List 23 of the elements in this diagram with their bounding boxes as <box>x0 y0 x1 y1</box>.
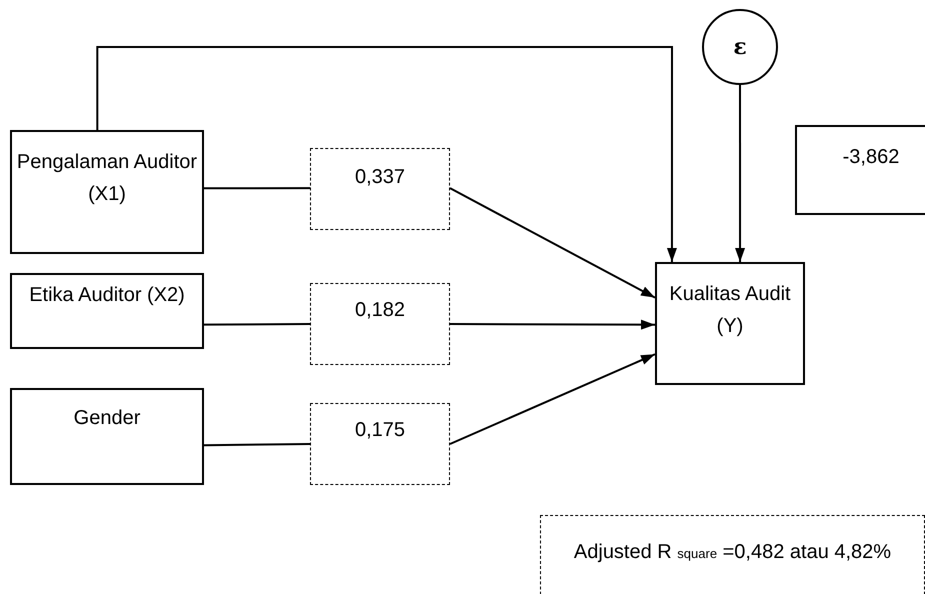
node-label: Pengalaman Auditor (X1) <box>16 150 198 207</box>
coefficient-box <box>310 403 450 485</box>
note-box <box>540 515 925 594</box>
node-label: Etika Auditor (X2) <box>29 283 185 308</box>
epsilon-symbol: ε <box>733 33 747 62</box>
outcome-box <box>655 262 805 385</box>
arrow <box>450 353 656 445</box>
arrow <box>450 320 655 330</box>
coefficient-box <box>310 283 450 365</box>
coefficient-box <box>310 148 450 230</box>
node-label: 0,337 <box>354 165 406 190</box>
node-label: -3,862 <box>842 145 900 170</box>
node-label: 0,182 <box>354 298 406 323</box>
node-label: Gender <box>74 406 140 431</box>
variable-box <box>10 273 204 349</box>
constant-box <box>795 125 925 215</box>
arrow <box>450 187 656 299</box>
variable-box <box>10 130 204 254</box>
arrow <box>735 85 746 262</box>
arrow <box>96 46 677 262</box>
node-label: 0,175 <box>354 418 406 443</box>
variable-box <box>10 388 204 485</box>
node-label: Kualitas Audit (Y) <box>668 282 792 339</box>
